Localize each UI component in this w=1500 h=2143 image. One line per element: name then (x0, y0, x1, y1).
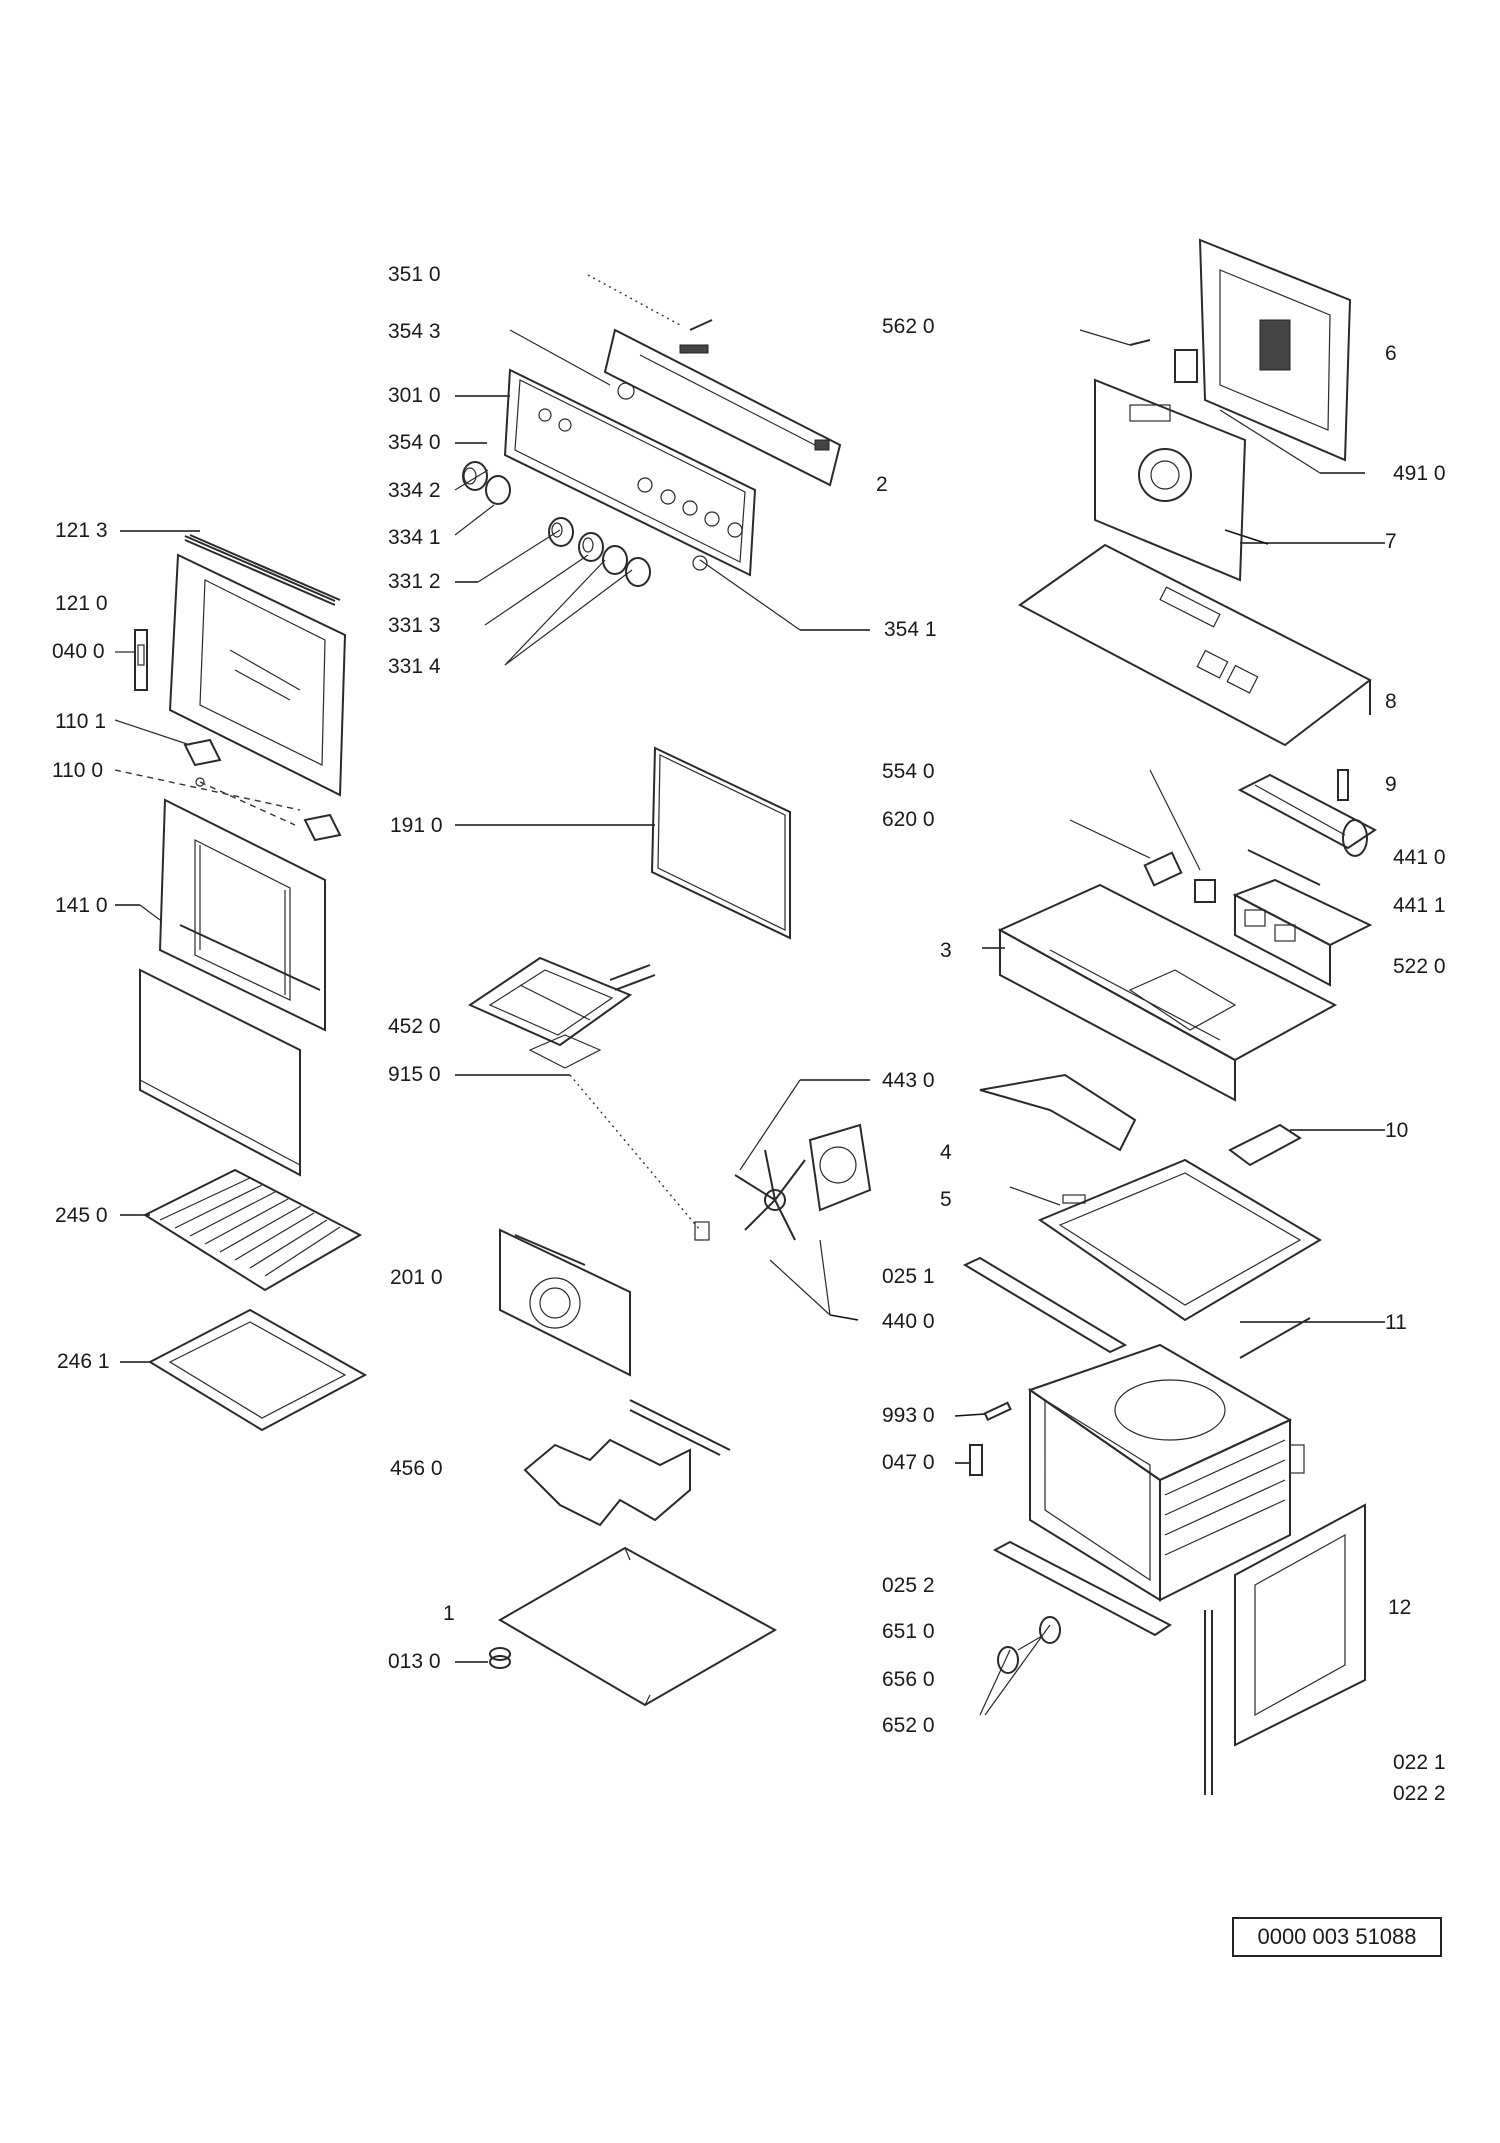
front-frame-drawing (1204, 1503, 1366, 1795)
wire-shelf-drawing (142, 1168, 363, 1292)
oven-door-drawing (134, 534, 347, 797)
part-label-10: 10 (1385, 1119, 1409, 1142)
rod-drawing (1239, 1317, 1311, 1359)
part-label-522-0: 522 0 (1393, 955, 1446, 978)
part-label-110-1: 110 1 (55, 710, 106, 733)
part-label-8: 8 (1385, 690, 1397, 713)
bracket-drawing (1228, 1123, 1302, 1167)
part-label-11: 11 (1385, 1311, 1407, 1334)
grill-element-drawing (467, 956, 656, 1069)
bottom-cover-drawing (498, 1546, 778, 1707)
clips-drawing (969, 1194, 1086, 1476)
part-label-554-0: 554 0 (882, 760, 935, 783)
part-label-656-0: 656 0 (882, 1668, 935, 1691)
part-label-022-1: 022 1 (1393, 1751, 1446, 1774)
lamp-parts-drawing (997, 1616, 1061, 1674)
part-label-121-0: 121 0 (55, 592, 108, 615)
part-label-915-0: 915 0 (388, 1063, 441, 1086)
part-label-4: 4 (940, 1141, 952, 1164)
part-label-331-4: 331 4 (388, 655, 441, 678)
door-seal-drawing (179, 924, 321, 991)
door-top-strip-drawing (184, 535, 336, 606)
back-panel-drawing (1129, 238, 1352, 462)
part-label-047-0: 047 0 (882, 1451, 935, 1474)
top-cover-drawing (1018, 543, 1372, 747)
part-label-652-0: 652 0 (882, 1714, 935, 1737)
fan-housing-plate-drawing (1094, 378, 1247, 582)
part-label-993-0: 993 0 (882, 1404, 935, 1427)
part-label-456-0: 456 0 (390, 1457, 443, 1480)
switches-drawing (1143, 851, 1216, 903)
part-label-3: 3 (940, 939, 952, 962)
part-label-040-0: 040 0 (52, 640, 105, 663)
part-label-9: 9 (1385, 773, 1397, 796)
knobs-drawing (462, 461, 651, 587)
part-label-351-0: 351 0 (388, 263, 441, 286)
part-label-331-2: 331 2 (388, 570, 441, 593)
rear-cover-drawing (499, 1228, 631, 1377)
part-label-6: 6 (1385, 342, 1397, 365)
guide-rail-drawing (962, 1256, 1128, 1354)
part-label-334-2: 334 2 (388, 479, 441, 502)
part-label-562-0: 562 0 (882, 315, 935, 338)
part-label-2: 2 (876, 473, 888, 496)
part-label-025-1: 025 1 (882, 1265, 935, 1288)
tangential-fan-drawing (1237, 769, 1377, 886)
inner-door-panels-drawing (139, 798, 326, 1177)
part-label-331-3: 331 3 (388, 614, 441, 637)
control-panel-drawing (503, 319, 842, 577)
part-label-354-3: 354 3 (388, 320, 441, 343)
drip-tray-drawing (147, 1308, 368, 1432)
part-label-141-0: 141 0 (55, 894, 108, 917)
part-label-651-0: 651 0 (882, 1620, 935, 1643)
part-label-440-0: 440 0 (882, 1310, 935, 1333)
part-label-013-0: 013 0 (388, 1650, 441, 1673)
part-label-443-0: 443 0 (882, 1069, 935, 1092)
part-label-620-0: 620 0 (882, 808, 935, 831)
foot-drawing (489, 1647, 511, 1669)
oven-cavity-drawing (1027, 1343, 1305, 1602)
part-label-191-0: 191 0 (390, 814, 443, 837)
lower-heating-element-drawing (523, 1399, 731, 1527)
part-label-354-1: 354 1 (884, 618, 937, 641)
part-label-1: 1 (443, 1602, 455, 1625)
lower-rail-drawing (992, 1540, 1172, 1637)
part-label-025-2: 025 2 (882, 1574, 935, 1597)
leader-lines (114, 274, 1385, 1716)
part-label-5: 5 (940, 1188, 952, 1211)
plate-drawing (1037, 1158, 1322, 1322)
part-label-441-1: 441 1 (1393, 894, 1446, 917)
part-label-452-0: 452 0 (388, 1015, 441, 1038)
part-label-441-0: 441 0 (1393, 846, 1446, 869)
glass-cover-drawing (650, 746, 791, 940)
part-label-121-3: 121 3 (55, 519, 108, 542)
part-label-301-0: 301 0 (388, 384, 441, 407)
part-label-201-0: 201 0 (390, 1266, 443, 1289)
part-label-245-0: 245 0 (55, 1204, 108, 1227)
document-reference-number: 0000 003 51088 (1232, 1917, 1442, 1957)
electronics-module-drawing (1232, 878, 1373, 987)
part-label-354-0: 354 0 (388, 431, 441, 454)
part-label-246-1: 246 1 (57, 1350, 110, 1373)
part-label-022-2: 022 2 (1393, 1782, 1446, 1805)
part-label-334-1: 334 1 (388, 526, 441, 549)
part-label-110-0: 110 0 (52, 759, 103, 782)
part-label-7: 7 (1385, 530, 1397, 553)
mounting-frame-drawing (997, 883, 1338, 1102)
fan-assembly-drawing (694, 1123, 872, 1241)
part-label-491-0: 491 0 (1393, 462, 1446, 485)
deflector-drawing (979, 1073, 1137, 1152)
hinges-drawing (183, 738, 342, 842)
part-label-12: 12 (1388, 1596, 1412, 1619)
